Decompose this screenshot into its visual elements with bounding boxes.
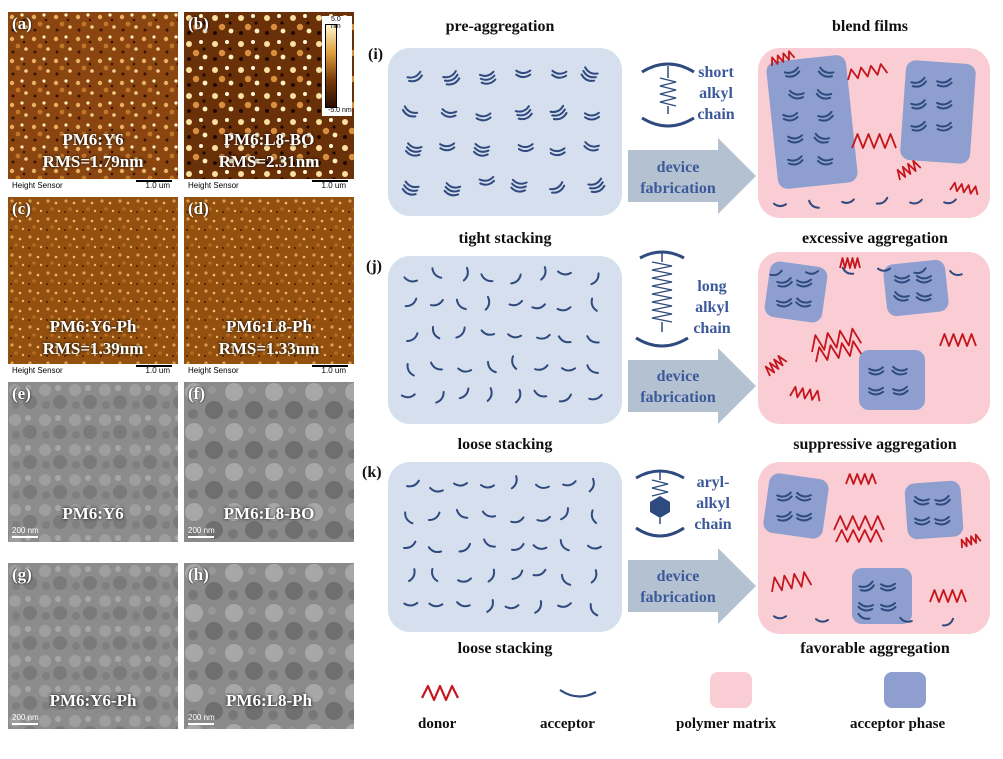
- rms-value: RMS=1.39nm: [42, 339, 144, 358]
- colorbar: 5.0 nm -5.0 nm: [322, 16, 352, 116]
- afm-texture-d: [184, 197, 354, 365]
- short-alkyl-chain-icon: [641, 62, 695, 128]
- sample-name: PM6:Y6: [62, 130, 124, 149]
- colorbar-max: 5.0 nm: [331, 16, 341, 30]
- caption-excessive-aggregation: excessive aggregation: [802, 230, 948, 247]
- legend-acceptor-phase-label: acceptor phase: [850, 716, 946, 732]
- sample-name: PM6:L8-BO: [223, 504, 315, 523]
- caption-loose-stacking: loose stacking: [457, 436, 553, 453]
- stacking-box-j: [388, 256, 622, 424]
- tem-texture: [184, 563, 354, 729]
- row-label-i: (i): [368, 46, 384, 63]
- panel-label: (b): [188, 14, 209, 33]
- donor-legend-icon: [421, 684, 459, 702]
- header-blend-films: blend films: [831, 18, 908, 35]
- panel-label: (f): [188, 384, 205, 403]
- polymer-matrix-legend-swatch: [710, 672, 752, 708]
- panel-label: (d): [188, 199, 209, 218]
- row-label-j: (j): [366, 258, 382, 275]
- rms-value: RMS=1.33nm: [218, 339, 320, 358]
- caption-tight-stacking: tight stacking: [458, 230, 552, 247]
- panel-label: (e): [12, 384, 31, 403]
- afm-texture-a: [8, 12, 178, 180]
- sample-name: PM6:L8-Ph: [226, 691, 312, 710]
- tem-panel-f: (f) PM6:L8-BO 200 nm: [184, 382, 354, 542]
- afm-texture-c: [8, 197, 178, 365]
- legend-polymer-matrix-label: polymer matrix: [676, 716, 777, 732]
- sample-name: PM6:L8-BO: [223, 130, 315, 149]
- rms-value: RMS=1.79nm: [42, 152, 144, 171]
- rms-value: RMS=2.31nm: [218, 152, 320, 171]
- colorbar-min: -5.0 nm: [328, 107, 352, 114]
- blend-film-box-i: [758, 48, 990, 218]
- tem-scalebar: 200 nm: [12, 713, 39, 725]
- arrow-device-fabrication-j: [628, 348, 756, 424]
- arrow-device-fabrication-i: [628, 138, 756, 214]
- sample-name: PM6:L8-Ph: [226, 317, 312, 336]
- arrow-device-fabrication-k: [628, 548, 756, 624]
- caption-loose-stacking-bottom: loose stacking: [457, 640, 553, 657]
- caption-suppressive-aggregation: suppressive aggregation: [793, 436, 957, 453]
- tem-texture: [8, 382, 178, 542]
- tem-scalebar: 200 nm: [12, 526, 39, 538]
- caption-favorable-aggregation: favorable aggregation: [800, 640, 950, 657]
- tem-texture: [8, 563, 178, 729]
- tem-texture: [184, 382, 354, 542]
- pre-aggregation-box-i: [388, 48, 622, 216]
- tem-scalebar: 200 nm: [188, 713, 215, 725]
- row-label-k: (k): [362, 464, 382, 481]
- panel-label: (a): [12, 14, 32, 33]
- panel-label: (h): [188, 565, 209, 584]
- legend-donor-label: donor: [418, 716, 457, 732]
- acceptor-phase-legend-swatch: [884, 672, 926, 708]
- panel-label: (c): [12, 199, 31, 218]
- tem-scalebar: 200 nm: [188, 526, 215, 538]
- acceptor-legend-icon: [559, 689, 597, 698]
- blend-film-box-j: [758, 252, 990, 424]
- panel-label: (g): [12, 565, 32, 584]
- sample-name: PM6:Y6: [62, 504, 124, 523]
- stacking-box-k: [388, 462, 622, 632]
- blend-film-box-k: [758, 462, 990, 634]
- aryl-alkyl-chain-icon: [635, 469, 685, 538]
- long-alkyl-chain-icon: [635, 250, 689, 348]
- tem-panel-h: (h) PM6:L8-Ph 200 nm: [184, 563, 354, 729]
- legend-acceptor-label: acceptor: [540, 716, 595, 732]
- sample-name: PM6:Y6-Ph: [49, 691, 137, 710]
- sample-name: PM6:Y6-Ph: [49, 317, 137, 336]
- tem-panel-g: (g) PM6:Y6-Ph 200 nm: [8, 563, 178, 729]
- header-pre-aggregation: pre-aggregation: [445, 18, 555, 35]
- tem-panel-e: (e) PM6:Y6 200 nm: [8, 382, 178, 542]
